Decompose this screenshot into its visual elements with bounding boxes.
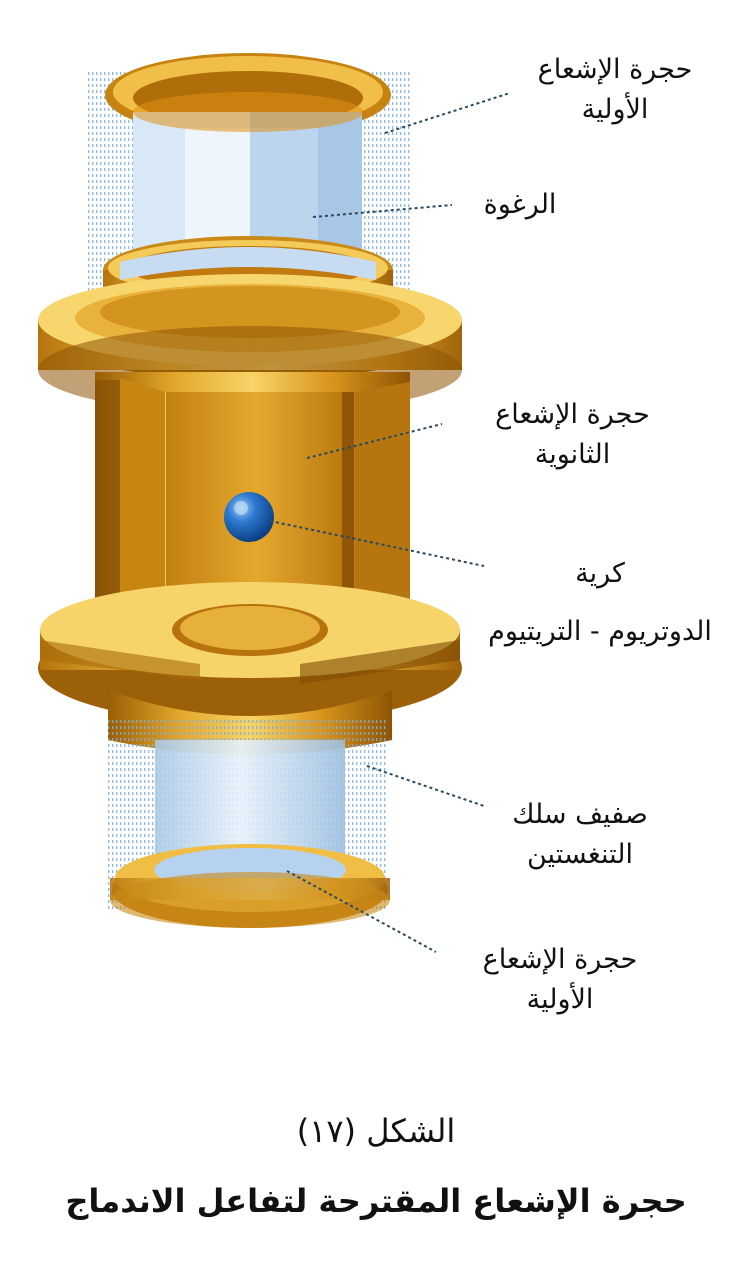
top-primary-chamber: [88, 53, 410, 310]
label-secondary-chamber: حجرة الإشعاع الثانوية: [465, 395, 680, 475]
label-line: صفيف سلك: [512, 799, 648, 830]
label-line: التنغستين: [527, 839, 633, 870]
bottom-primary-chamber: [108, 720, 390, 928]
leader-secondary: [306, 423, 443, 459]
label-dt-pellet: كرية الدوتريوم - التريتيوم: [455, 545, 745, 661]
label-line: الثانوية: [534, 439, 611, 470]
label-line: الرغوة: [483, 189, 557, 220]
label-line: الدوتريوم - التريتيوم: [488, 616, 712, 647]
label-line: الأولية: [581, 94, 649, 125]
label-line: حجرة الإشعاع: [482, 944, 638, 975]
label-primary-chamber-bottom: حجرة الإشعاع الأولية: [455, 940, 665, 1020]
leader-primary-bottom: [286, 870, 437, 953]
leader-primary-top: [384, 92, 511, 134]
label-line: حجرة الإشعاع: [495, 399, 650, 430]
leader-pellet: [269, 520, 485, 567]
leader-foam: [312, 204, 453, 218]
leader-tungsten: [366, 765, 485, 807]
leader-lines: [269, 92, 511, 953]
label-line: كرية: [575, 558, 625, 589]
label-foam: الرغوة: [455, 185, 585, 225]
label-line: حجرة الإشعاع: [537, 54, 693, 85]
figure-number: الشكل (١٧): [296, 1112, 456, 1150]
figure-title: حجرة الإشعاع المقترحة لتفاعل الاندماج: [65, 1182, 687, 1220]
upper-flange: [38, 236, 462, 414]
dt-pellet: [224, 492, 274, 542]
label-primary-chamber-top: حجرة الإشعاع الأولية: [510, 50, 720, 130]
label-line: الأولية: [526, 984, 594, 1015]
label-tungsten-wire-array: صفيف سلك التنغستين: [480, 795, 680, 875]
